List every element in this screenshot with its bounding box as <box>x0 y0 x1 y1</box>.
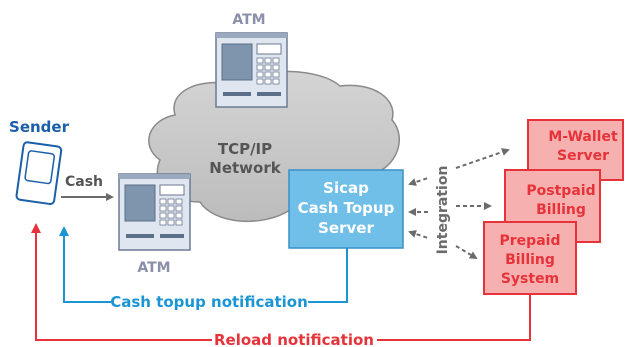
mwallet-label-line1: M-Wallet <box>548 129 618 145</box>
cash-topup-notification-line <box>59 226 348 303</box>
sender-label: Sender <box>9 118 70 136</box>
postpaid-label-line1: Postpaid <box>526 183 595 199</box>
atm-top-label: ATM <box>232 12 265 28</box>
atm-bottom: ATM <box>118 173 191 276</box>
integration-arrows <box>408 148 510 260</box>
prepaid-label-line1: Prepaid <box>500 233 561 249</box>
network-label-line2: Network <box>209 159 281 177</box>
postpaid-billing: Postpaid Billing <box>504 169 601 243</box>
atm-icon <box>215 32 288 108</box>
atm-icon <box>118 173 191 251</box>
network-label-line1: TCP/IP <box>218 140 272 158</box>
sicap-server: Sicap Cash Topup Server <box>288 169 404 249</box>
postpaid-label-line2: Billing <box>536 202 586 218</box>
reload-notification-label: Reload notification <box>214 331 374 347</box>
atm-bottom-label: ATM <box>137 260 170 276</box>
server-label-line2: Cash Topup <box>298 199 395 217</box>
atm-top: ATM <box>215 12 288 108</box>
mwallet-label-line2: Server <box>557 148 609 164</box>
sender: Sender <box>9 118 70 205</box>
card-icon <box>15 141 63 205</box>
prepaid-label-line3: System <box>501 271 559 287</box>
prepaid-billing-system: Prepaid Billing System <box>483 221 577 295</box>
prepaid-label-line2: Billing <box>505 252 555 268</box>
server-label-line3: Server <box>318 219 374 237</box>
cash-topup-notification-label: Cash topup notification <box>110 293 308 311</box>
cash-label: Cash <box>65 174 103 190</box>
integration-label: Integration <box>435 166 451 255</box>
reload-notification-line <box>31 223 531 341</box>
server-label-line1: Sicap <box>323 179 369 197</box>
